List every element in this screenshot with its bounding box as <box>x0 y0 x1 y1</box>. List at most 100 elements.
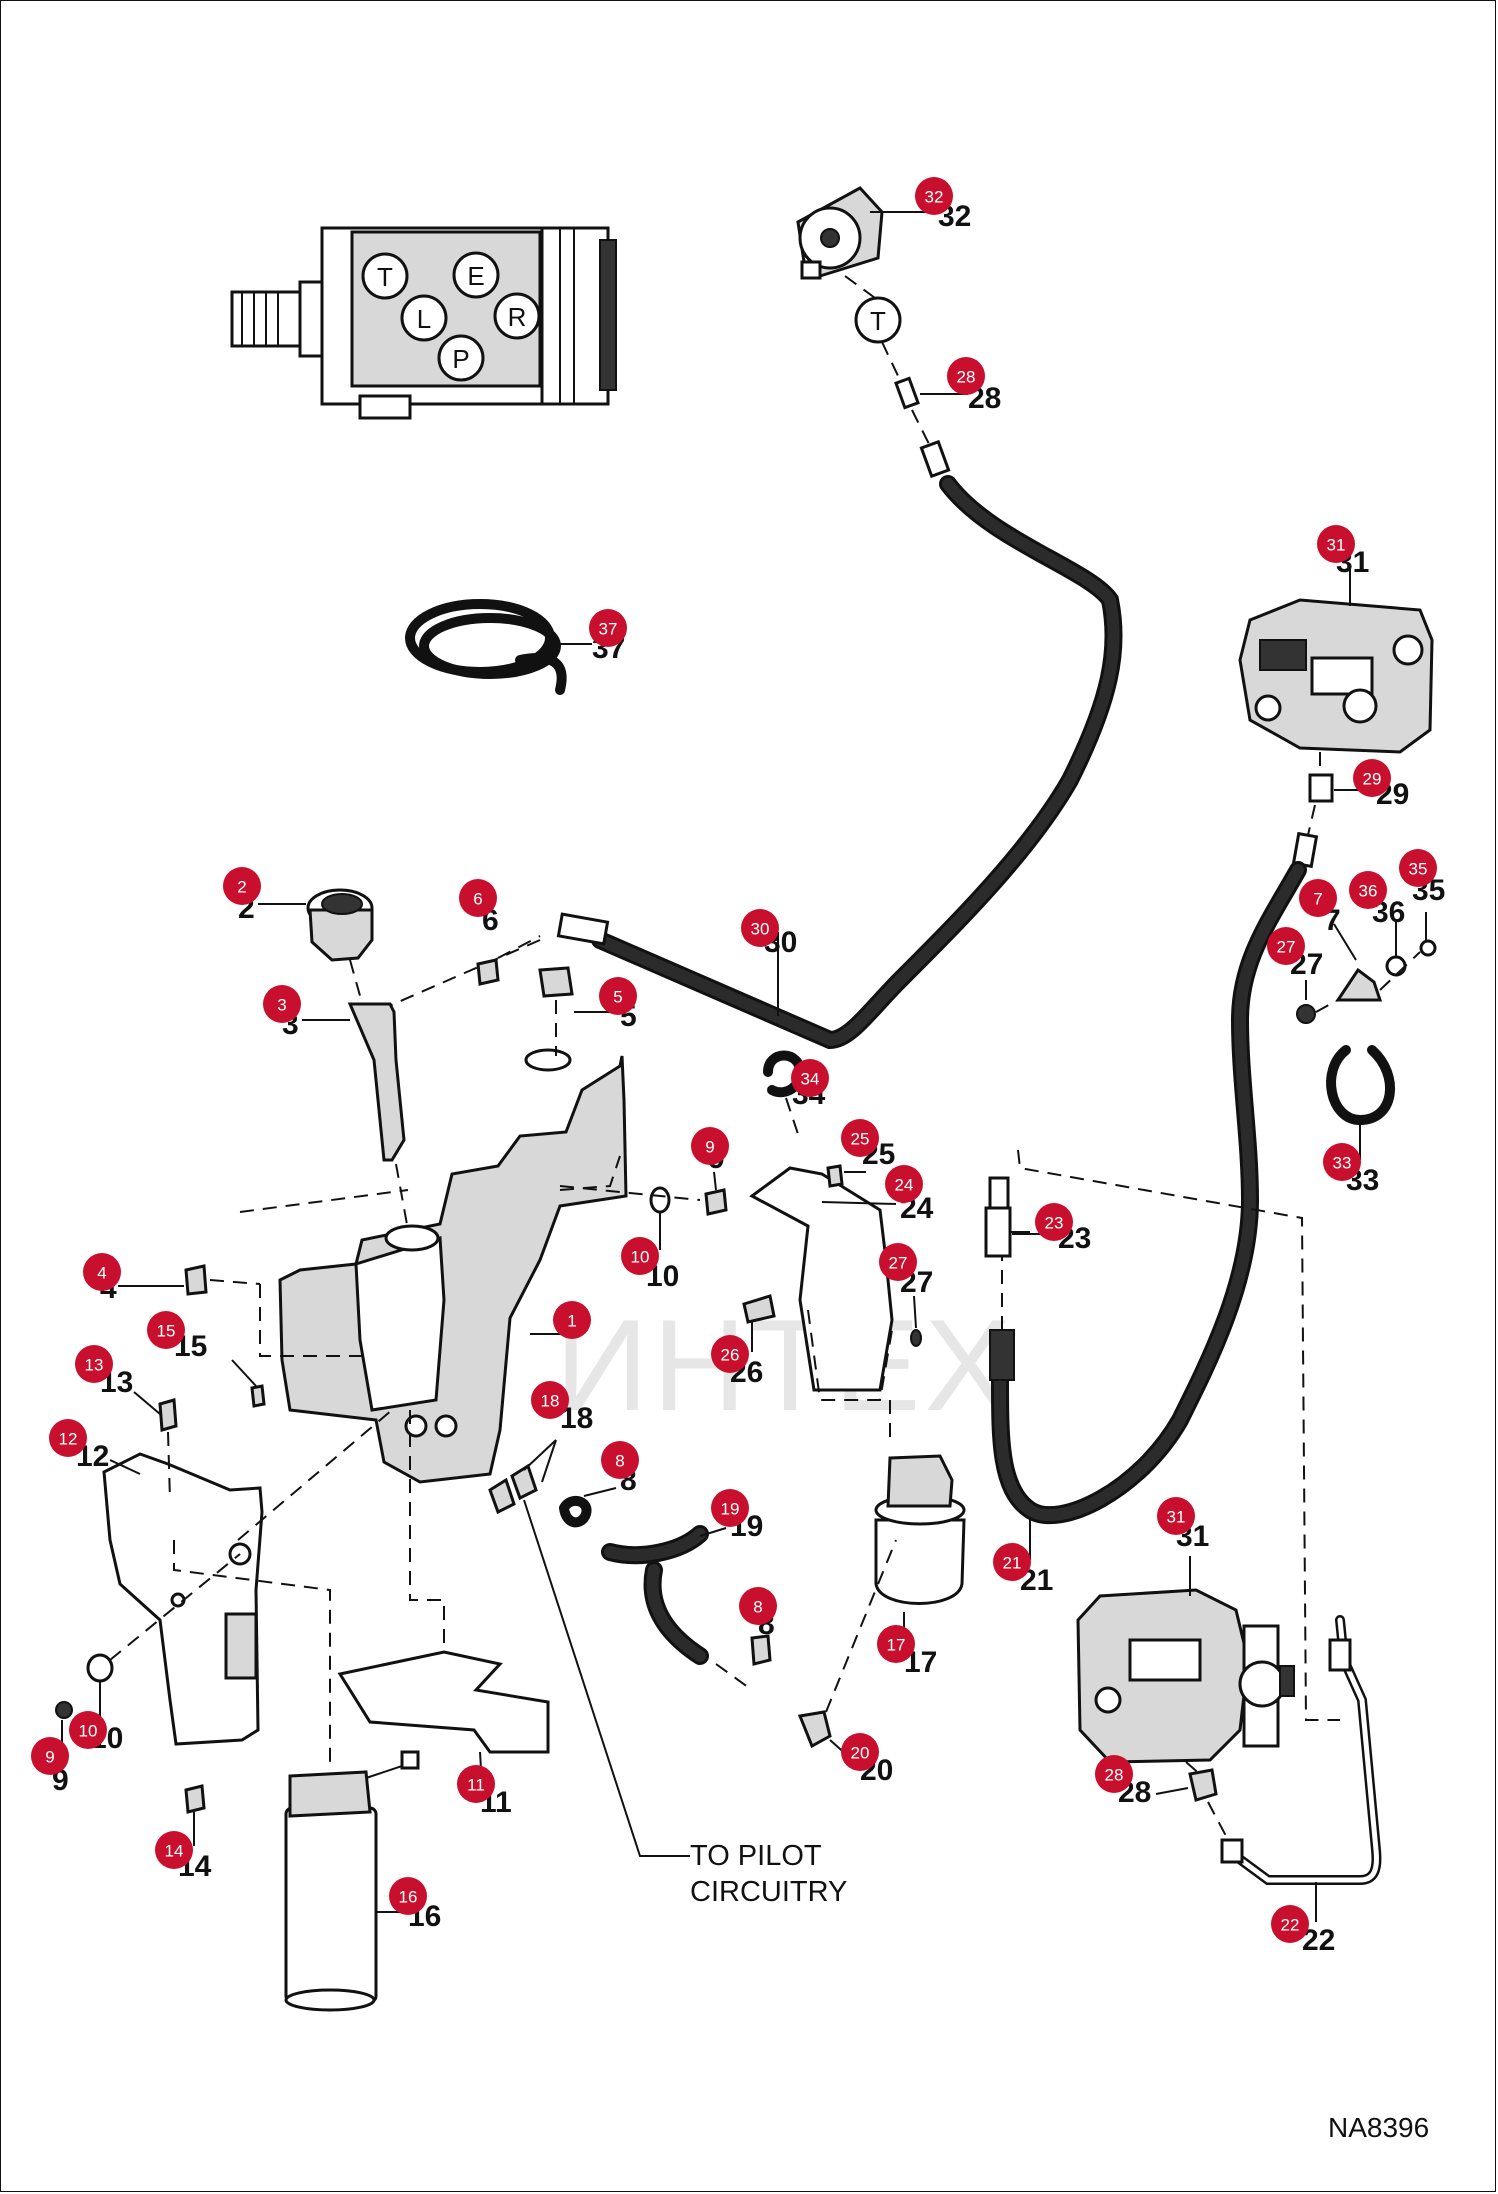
callout-bubble <box>879 1243 917 1281</box>
callout-number: 35 <box>1409 860 1428 879</box>
bolt-9 <box>704 1188 728 1216</box>
filter-16 <box>284 1750 420 2012</box>
callout-1[interactable]: 1 <box>553 1301 591 1339</box>
port-p: P <box>437 334 485 382</box>
callout-34[interactable]: 34 <box>791 1059 829 1097</box>
plug-5 <box>538 966 574 998</box>
callout-6[interactable]: 6 <box>459 879 497 917</box>
callout-32[interactable]: 32 <box>915 177 953 215</box>
callout-bubble <box>69 1711 107 1749</box>
callout-13[interactable]: 13 <box>75 1345 113 1383</box>
callout-22[interactable]: 22 <box>1271 1905 1309 1943</box>
callout-bubble <box>841 1733 879 1771</box>
callout-35[interactable]: 35 <box>1399 849 1437 887</box>
callout-30[interactable]: 30 <box>741 909 779 947</box>
dipstick-3 <box>347 1002 406 1162</box>
callout-10[interactable]: 10 <box>69 1711 107 1749</box>
callout-15[interactable]: 15 <box>147 1311 185 1349</box>
callout-31[interactable]: 31 <box>1317 525 1355 563</box>
screw-4 <box>184 1264 208 1296</box>
callout-9[interactable]: 9 <box>691 1127 729 1165</box>
callout-number: 27 <box>1277 938 1296 957</box>
tank-port-t: T <box>854 296 902 344</box>
callout-25[interactable]: 25 <box>841 1119 879 1157</box>
washer-10 <box>649 1186 671 1214</box>
callout-number: 7 <box>1313 890 1322 909</box>
callout-12[interactable]: 12 <box>49 1419 87 1457</box>
callout-number: 6 <box>473 890 482 909</box>
callout-11[interactable]: 11 <box>457 1765 495 1803</box>
control-valve: T E L R P <box>230 226 617 420</box>
watermark: ИНТЕХ <box>555 1292 1016 1438</box>
callout-number: 33 <box>1333 1154 1352 1173</box>
callout-number: 14 <box>165 1842 184 1861</box>
callout-number: 25 <box>851 1130 870 1149</box>
callout-number: 2 <box>237 878 246 897</box>
callout-bubble <box>1157 1497 1195 1535</box>
callout-4[interactable]: 4 <box>83 1253 121 1291</box>
fitting-18b <box>488 1477 516 1515</box>
callout-16[interactable]: 16 <box>389 1877 427 1915</box>
callout-14[interactable]: 14 <box>155 1831 193 1869</box>
plate-11 <box>337 1650 550 1754</box>
callout-23[interactable]: 23 <box>1035 1203 1073 1241</box>
port-label: L <box>417 304 431 334</box>
callout-24[interactable]: 24 <box>885 1165 923 1203</box>
callout-number: 34 <box>801 1070 820 1089</box>
callout-5[interactable]: 5 <box>599 977 637 1015</box>
callout-29[interactable]: 29 <box>1353 759 1391 797</box>
fitting-6 <box>476 958 500 986</box>
callout-27[interactable]: 27 <box>879 1243 917 1281</box>
callout-number: 26 <box>721 1346 740 1365</box>
callout-number: 10 <box>631 1248 650 1267</box>
callout-number: 8 <box>753 1598 762 1617</box>
callout-bubble <box>621 1237 659 1275</box>
callout-8[interactable]: 8 <box>601 1441 639 1479</box>
callout-number: 16 <box>399 1888 418 1907</box>
callout-8[interactable]: 8 <box>739 1587 777 1625</box>
callout-7[interactable]: 7 <box>1299 879 1337 917</box>
callout-bubble <box>263 985 301 1023</box>
callout-number: 8 <box>615 1452 624 1471</box>
sensor-32 <box>796 186 884 280</box>
callout-31[interactable]: 31 <box>1157 1497 1195 1535</box>
callout-33[interactable]: 33 <box>1323 1143 1361 1181</box>
callout-28[interactable]: 28 <box>1095 1755 1133 1793</box>
callout-bubble <box>1317 525 1355 563</box>
callout-bubble <box>1349 871 1387 909</box>
callout-number: 4 <box>97 1264 106 1283</box>
callout-number: 18 <box>541 1392 560 1411</box>
callout-18[interactable]: 18 <box>531 1381 569 1419</box>
callout-number: 29 <box>1363 770 1382 789</box>
drawing-code: NA8396 <box>1328 2112 1430 2143</box>
callout-36[interactable]: 36 <box>1349 871 1387 909</box>
callout-3[interactable]: 3 <box>263 985 301 1023</box>
callout-2[interactable]: 2 <box>223 867 261 905</box>
callout-bubble <box>915 177 953 215</box>
callout-26[interactable]: 26 <box>711 1335 749 1373</box>
callout-number: 23 <box>1045 1214 1064 1233</box>
filter-17 <box>874 1454 966 1605</box>
bolt-9-lower <box>55 1701 73 1719</box>
callout-17[interactable]: 17 <box>877 1625 915 1663</box>
washer-10-lower <box>86 1653 114 1683</box>
callout-20[interactable]: 20 <box>841 1733 879 1771</box>
callout-bubble <box>457 1765 495 1803</box>
callout-37[interactable]: 37 <box>589 609 627 647</box>
callout-bubble <box>75 1345 113 1383</box>
tank-port-label: T <box>870 306 886 336</box>
bracket-7 <box>1335 967 1383 1002</box>
callout-10[interactable]: 10 <box>621 1237 659 1275</box>
callout-21[interactable]: 21 <box>993 1543 1031 1581</box>
port-e: E <box>452 251 500 299</box>
elbow-20 <box>797 1710 832 1749</box>
callout-9[interactable]: 9 <box>31 1737 69 1775</box>
washer-36 <box>1385 955 1407 977</box>
callout-19[interactable]: 19 <box>711 1489 749 1527</box>
callout-number: 36 <box>1359 882 1378 901</box>
callout-number: 27 <box>889 1254 908 1273</box>
callout-27[interactable]: 27 <box>1267 927 1305 965</box>
callout-28[interactable]: 28 <box>947 357 985 395</box>
